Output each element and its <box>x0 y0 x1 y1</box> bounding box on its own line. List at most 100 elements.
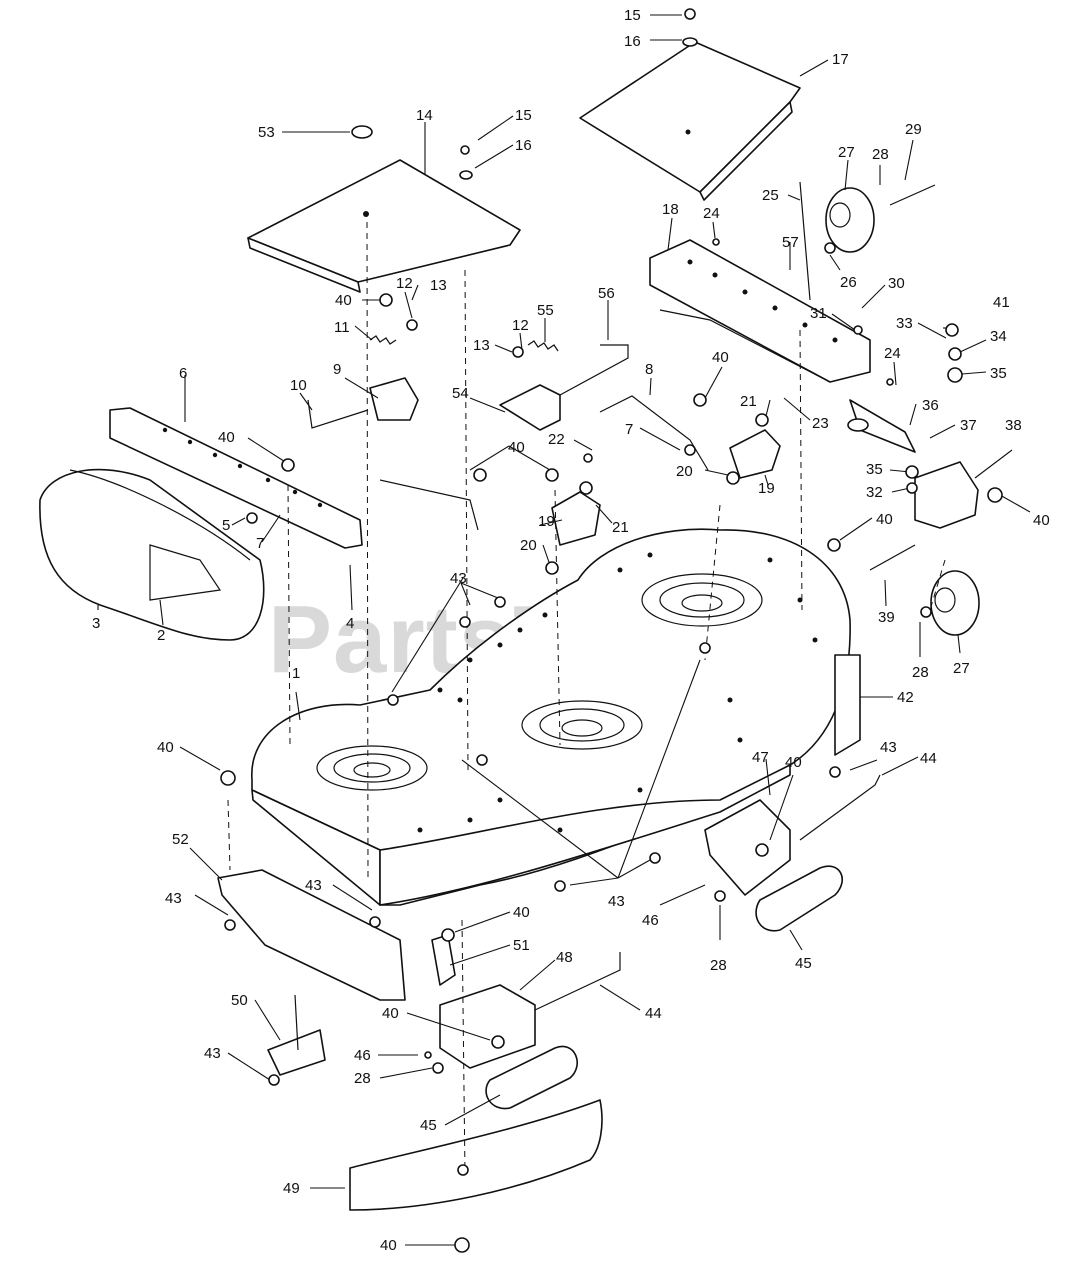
callout-5: 5 <box>222 517 230 534</box>
callout-19: 19 <box>758 480 775 497</box>
callout-29: 29 <box>905 121 922 138</box>
callout-43: 43 <box>880 739 897 756</box>
callout-27: 27 <box>838 144 855 161</box>
callout-44: 44 <box>920 750 937 767</box>
callout-40: 40 <box>876 511 893 528</box>
discharge-chute <box>39 468 265 641</box>
callout-6: 6 <box>179 365 187 382</box>
callout-21: 21 <box>612 519 629 536</box>
callout-40: 40 <box>382 1005 399 1022</box>
leader-lines <box>97 14 1031 1246</box>
callout-49: 49 <box>283 1180 300 1197</box>
callout-11: 11 <box>334 319 350 336</box>
callout-40: 40 <box>157 739 174 756</box>
callout-36: 36 <box>922 397 939 414</box>
callout-16: 16 <box>624 33 641 50</box>
callout-32: 32 <box>866 484 883 501</box>
callout-37: 37 <box>960 417 977 434</box>
callout-23: 23 <box>812 415 829 432</box>
front-hanger-bracket <box>649 239 871 383</box>
callout-45: 45 <box>420 1117 437 1134</box>
callout-43: 43 <box>305 877 322 894</box>
callout-24: 24 <box>703 205 720 222</box>
callout-20: 20 <box>520 537 537 554</box>
callout-8: 8 <box>645 361 653 378</box>
belt-cover-right <box>579 41 801 201</box>
callout-14: 14 <box>416 107 433 124</box>
callout-55: 55 <box>537 302 554 319</box>
callout-28: 28 <box>354 1070 371 1087</box>
callout-43: 43 <box>450 570 467 587</box>
components <box>217 181 980 1211</box>
callout-35: 35 <box>866 461 883 478</box>
callout-13: 13 <box>473 337 490 354</box>
callout-15: 15 <box>515 107 532 124</box>
callout-9: 9 <box>333 361 341 378</box>
callout-38: 38 <box>1005 417 1022 434</box>
callout-43: 43 <box>165 890 182 907</box>
belt-cover-left <box>247 159 521 293</box>
callout-57: 57 <box>782 234 799 251</box>
callout-40: 40 <box>508 439 525 456</box>
callout-46: 46 <box>354 1047 371 1064</box>
callout-41: 41 <box>993 294 1010 311</box>
callout-50: 50 <box>231 992 248 1009</box>
callout-34: 34 <box>990 328 1007 345</box>
callout-43: 43 <box>204 1045 221 1062</box>
deck-holes <box>417 552 818 833</box>
callout-45: 45 <box>795 955 812 972</box>
callout-1: 1 <box>292 665 300 682</box>
callout-3: 3 <box>92 615 100 632</box>
callout-53: 53 <box>258 124 275 141</box>
callout-12: 12 <box>512 317 529 334</box>
callout-22: 22 <box>548 431 565 448</box>
callout-40: 40 <box>335 292 352 309</box>
callout-25: 25 <box>762 187 779 204</box>
callout-13: 13 <box>430 277 447 294</box>
callout-2: 2 <box>157 627 165 644</box>
callout-7: 7 <box>625 421 633 438</box>
callout-28: 28 <box>872 146 889 163</box>
callout-40: 40 <box>218 429 235 446</box>
callout-48: 48 <box>556 949 573 966</box>
callout-42: 42 <box>897 689 914 706</box>
callout-7: 7 <box>256 535 264 552</box>
callout-40: 40 <box>712 349 729 366</box>
callout-24: 24 <box>884 345 901 362</box>
callout-44: 44 <box>645 1005 662 1022</box>
callout-15: 15 <box>624 7 641 24</box>
callout-51: 51 <box>513 937 530 954</box>
callout-28: 28 <box>912 664 929 681</box>
callout-40: 40 <box>380 1237 397 1254</box>
callout-43: 43 <box>608 893 625 910</box>
callout-20: 20 <box>676 463 693 480</box>
deck-housing <box>251 528 851 906</box>
callout-40: 40 <box>1033 512 1050 529</box>
callout-33: 33 <box>896 315 913 332</box>
callout-54: 54 <box>452 385 469 402</box>
callout-35: 35 <box>990 365 1007 382</box>
callout-27: 27 <box>953 660 970 677</box>
callout-16: 16 <box>515 137 532 154</box>
callout-31: 31 <box>810 305 827 322</box>
callout-30: 30 <box>888 275 905 292</box>
callout-10: 10 <box>290 377 307 394</box>
hardware <box>220 8 1003 1253</box>
rear-hanger-bracket <box>109 407 363 549</box>
callout-4: 4 <box>346 615 354 632</box>
callout-40: 40 <box>513 904 530 921</box>
callout-46: 46 <box>642 912 659 929</box>
callout-19: 19 <box>538 513 555 530</box>
callout-12: 12 <box>396 275 413 292</box>
callout-18: 18 <box>662 201 679 218</box>
callout-52: 52 <box>172 831 189 848</box>
callout-labels: 15 16 17 53 14 15 16 27 28 29 18 24 25 5… <box>92 7 1050 1254</box>
callout-28: 28 <box>710 957 727 974</box>
callout-21: 21 <box>740 393 757 410</box>
alignment-lines <box>227 221 946 1176</box>
callout-17: 17 <box>832 51 849 68</box>
callout-40: 40 <box>785 754 802 771</box>
callout-39: 39 <box>878 609 895 626</box>
callout-56: 56 <box>598 285 615 302</box>
